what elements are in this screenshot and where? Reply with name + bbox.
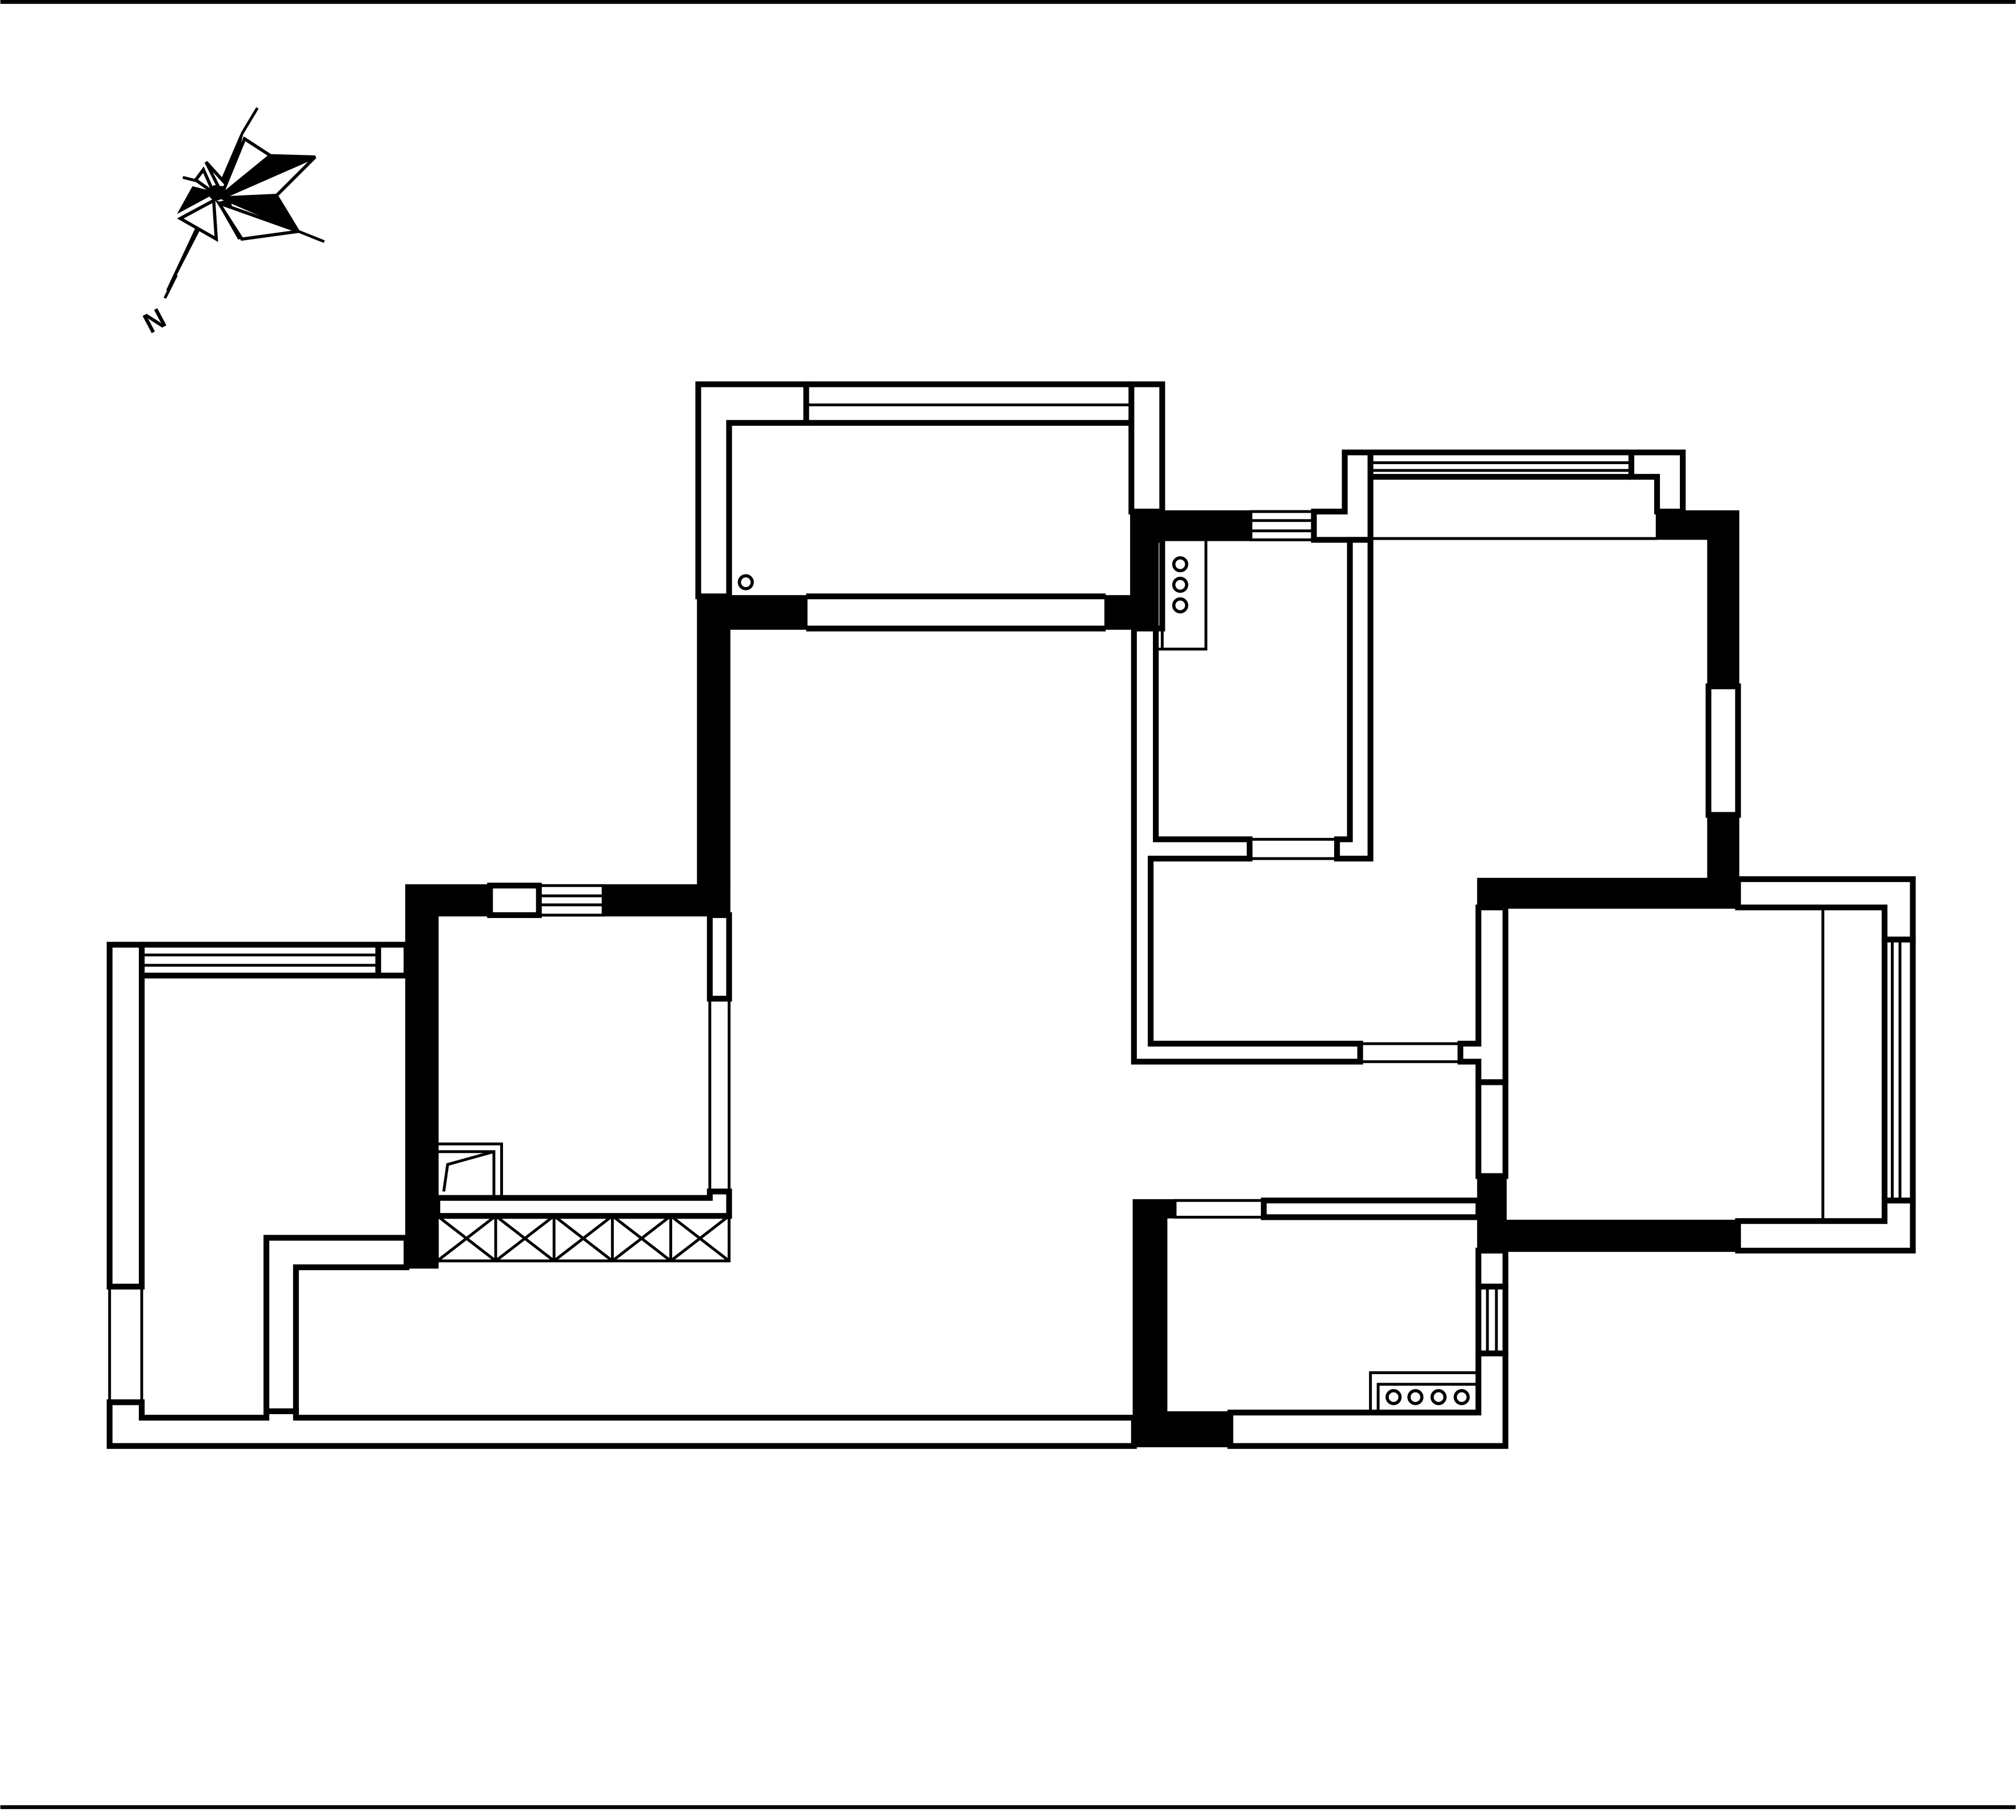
wardrobe-panel-line	[436, 1215, 497, 1262]
wardrobe-panel-line	[494, 1215, 555, 1262]
compass-rose-icon: N	[138, 107, 325, 340]
floor-drain-icon	[737, 574, 754, 590]
gas-burner-icon	[1369, 1371, 1479, 1413]
gas-burner-icon	[1156, 540, 1208, 651]
wardrobe-panel-line	[553, 1215, 613, 1262]
wardrobe-panel-line	[669, 1215, 730, 1262]
north-label: N	[138, 302, 171, 340]
toilet-icon	[437, 1142, 504, 1200]
wardrobe-icon	[436, 1214, 731, 1263]
wardrobe-panel-line	[611, 1215, 672, 1262]
svg-text:N: N	[138, 302, 171, 340]
walls	[106, 381, 1916, 1449]
